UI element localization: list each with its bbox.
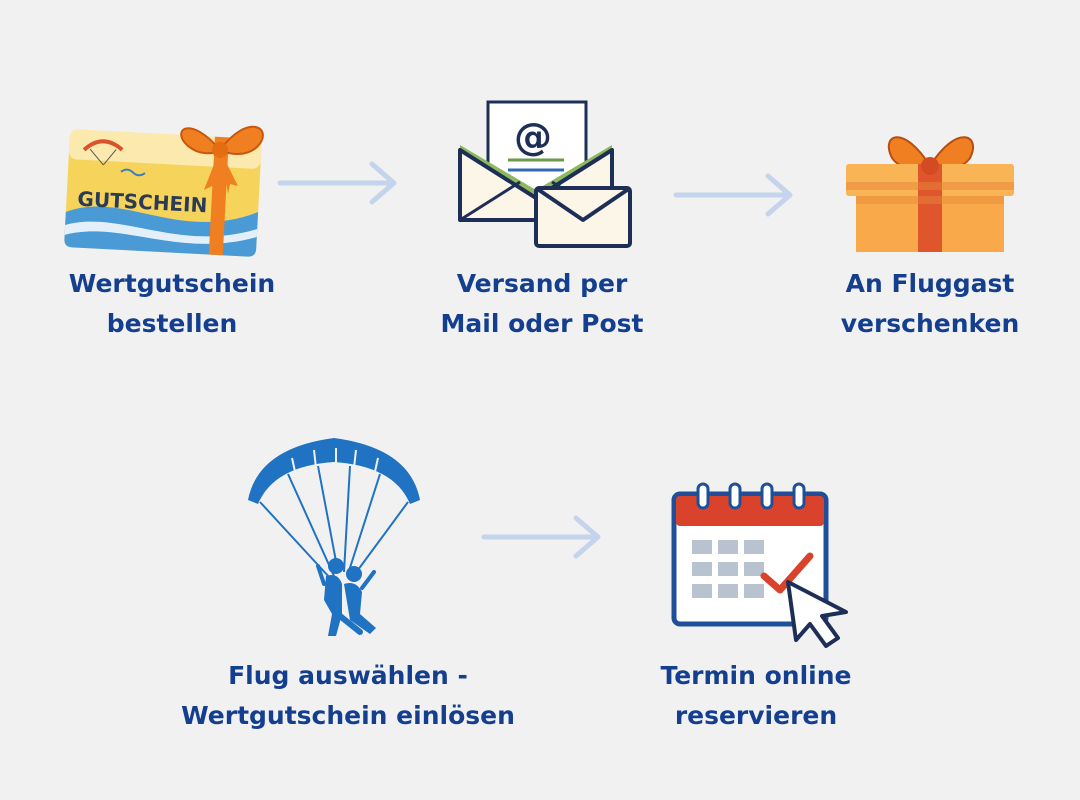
gift-voucher-icon: GUTSCHEIN xyxy=(64,125,264,257)
step-label: Flug auswählen - Wertgutschein einlösen xyxy=(181,661,515,730)
arrow-right-icon xyxy=(481,515,601,559)
mail-envelope-icon: @ xyxy=(458,100,632,248)
gift-box-icon xyxy=(846,136,1014,252)
arrow-right-icon xyxy=(673,173,793,217)
step-label: Wertgutschein bestellen xyxy=(68,269,276,338)
step-label: An Fluggast verschenken xyxy=(840,269,1020,338)
step-label: Termin online reservieren xyxy=(660,661,852,730)
arrow-right-icon xyxy=(277,161,397,205)
step-label: Versand per Mail oder Post xyxy=(440,269,644,338)
at-sign: @ xyxy=(514,115,552,159)
tandem-paraglider-icon xyxy=(248,438,420,636)
calendar-booking-icon xyxy=(671,482,848,648)
